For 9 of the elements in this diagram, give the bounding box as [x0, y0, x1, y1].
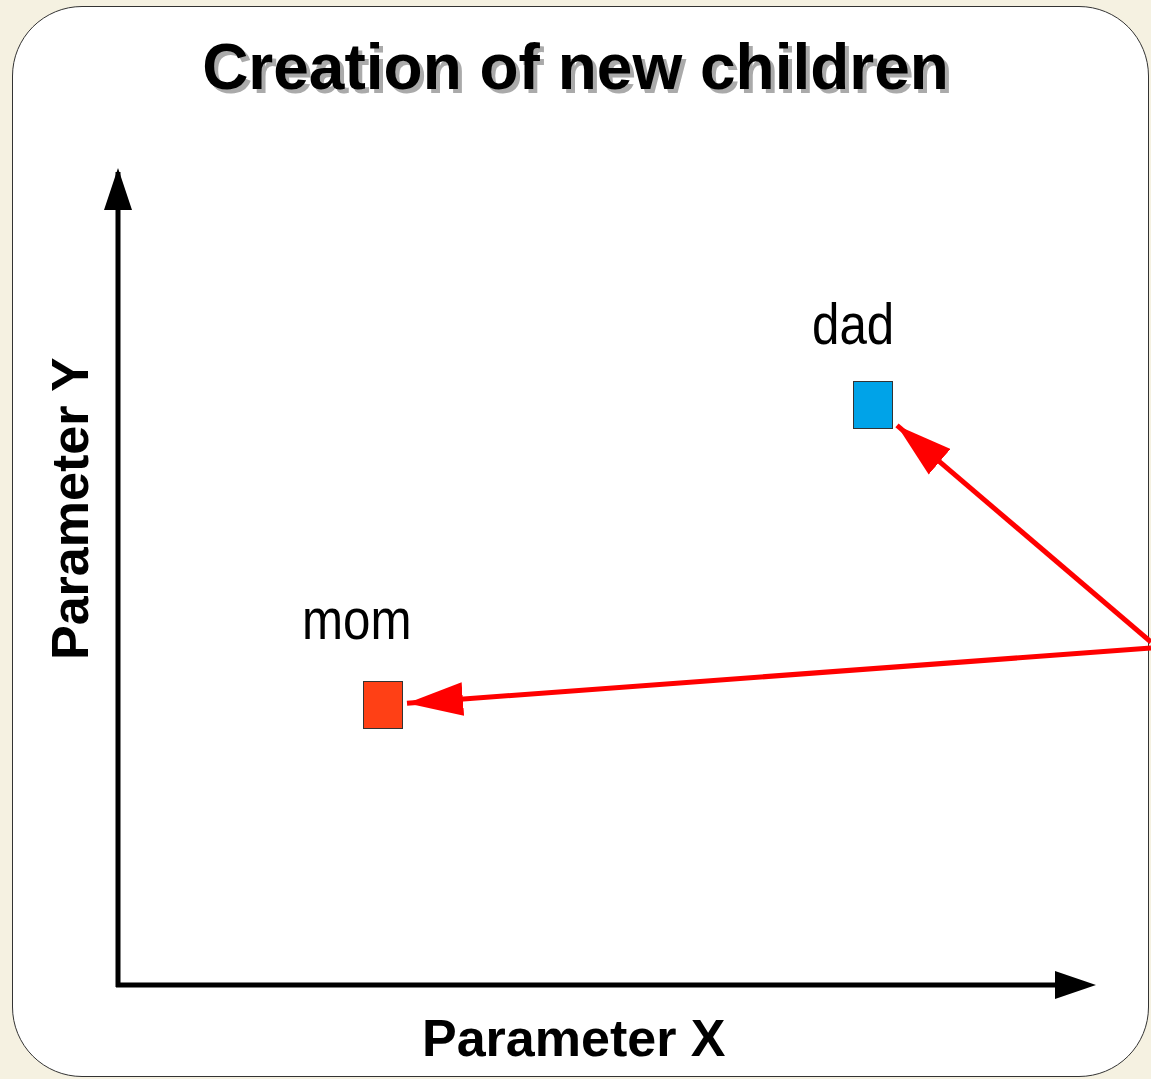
square-marker	[853, 381, 893, 429]
square-marker	[363, 681, 403, 729]
point-label: dad	[812, 290, 895, 357]
point-label: mom	[302, 585, 412, 652]
axis-label: Parameter X	[422, 1008, 726, 1068]
axis-label: Parameter Y	[40, 357, 100, 660]
arrow	[895, 423, 1151, 644]
arrow	[406, 645, 1151, 716]
title: Creation of new children	[201, 30, 950, 104]
